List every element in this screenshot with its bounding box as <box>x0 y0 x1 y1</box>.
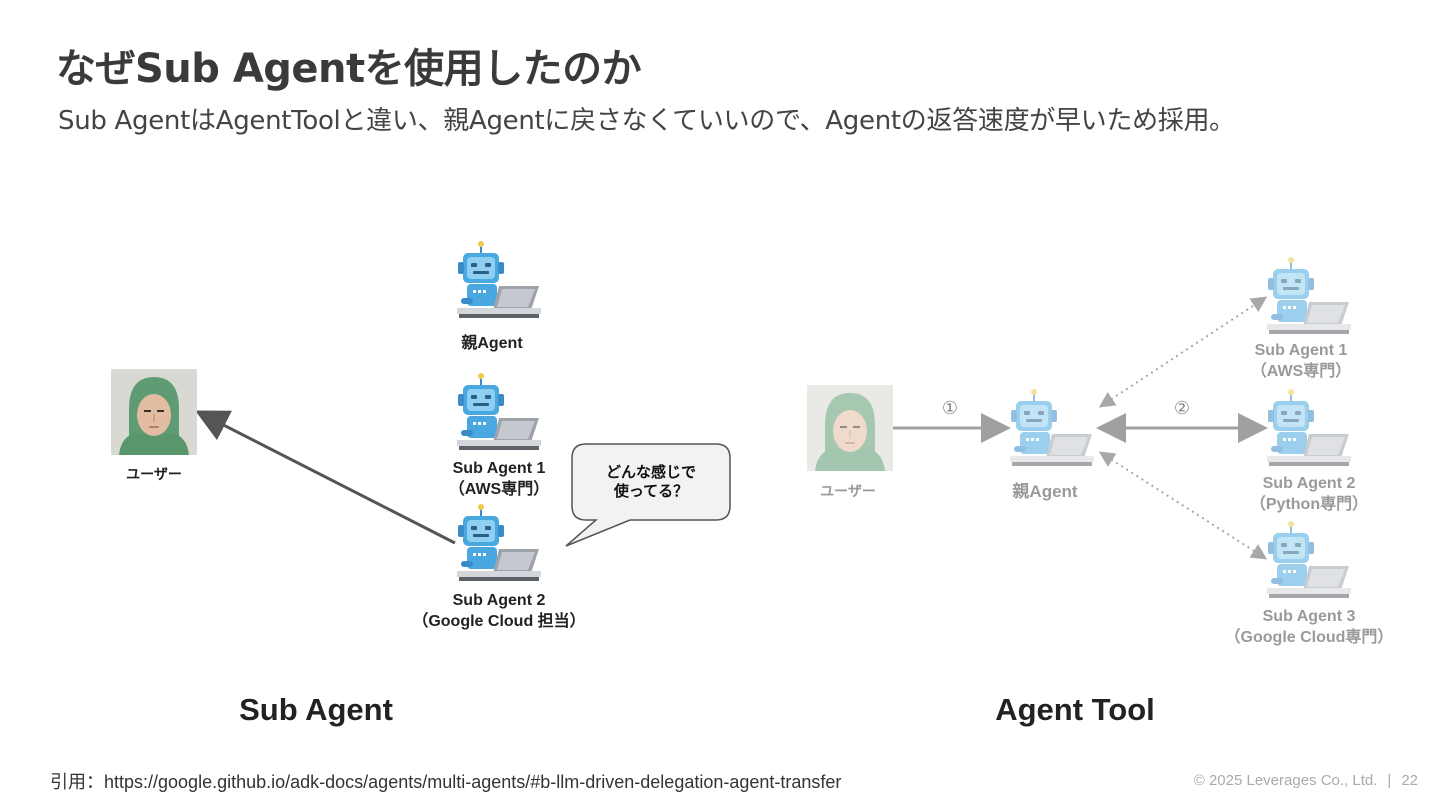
tool-sub-agent-2-name: Sub Agent 2 <box>1262 475 1356 492</box>
tool-sub-agent-1-name: Sub Agent 1 <box>1254 342 1348 359</box>
tool-sub-agent-3-robot-icon <box>1265 520 1355 606</box>
step-1-label: ① <box>941 398 959 419</box>
tool-sub-agent-3-label: Sub Agent 3 （Google Cloud専門） <box>1225 606 1394 648</box>
tool-sub-agent-1-role: （AWS専門） <box>1250 363 1352 380</box>
citation-link[interactable]: 引用：https://google.github.io/adk-docs/age… <box>50 772 842 792</box>
sub-agent-1-role: （AWS専門） <box>448 481 550 498</box>
sub-agent-1-label: Sub Agent 1 （AWS専門） <box>449 458 549 500</box>
tool-sub-agent-1-robot-icon <box>1265 256 1355 342</box>
tool-user-photo <box>807 385 893 471</box>
tool-sub-agent-2-role: （Python専門） <box>1249 496 1369 513</box>
agent-tool-section-title: Agent Tool <box>995 692 1155 727</box>
tool-sub-agent-2-robot-icon <box>1265 388 1355 474</box>
page-number: 22 <box>1401 772 1418 789</box>
speech-bubble-line2: 使ってる？ <box>613 483 689 500</box>
copyright-text: © 2025 Leverages Co., Ltd. <box>1193 772 1378 789</box>
footer: © 2025 Leverages Co., Ltd. | 22 <box>1194 772 1418 789</box>
tool-sub-agent-3-name: Sub Agent 3 <box>1262 608 1356 625</box>
speech-bubble <box>565 443 731 547</box>
sub-agent-1-name: Sub Agent 1 <box>452 460 546 477</box>
tool-parent-robot-icon <box>1008 388 1098 474</box>
sub-agent-2-name: Sub Agent 2 <box>452 592 546 609</box>
user-label: ユーザー <box>126 466 182 482</box>
sub-agent-2-role: （Google Cloud 担当） <box>412 613 586 630</box>
tool-sub-agent-2-label: Sub Agent 2 （Python専門） <box>1250 473 1368 515</box>
slide-subtitle: Sub AgentはAgentToolと違い、親Agentに戻さなくていいので、… <box>58 106 1235 136</box>
speech-bubble-text: どんな感じで 使ってる？ <box>606 463 696 501</box>
speech-bubble-line1: どんな感じで <box>605 464 697 481</box>
footer-separator: | <box>1387 772 1392 789</box>
parent-agent-label: 親Agent <box>461 335 523 352</box>
arrow-parent-sub-agent-3 <box>1098 451 1268 560</box>
sub-agent-section-title: Sub Agent <box>239 692 393 727</box>
sub-agent-2-label: Sub Agent 2 （Google Cloud 担当） <box>412 590 585 632</box>
tool-sub-agent-1-label: Sub Agent 1 （AWS専門） <box>1251 340 1351 382</box>
step-2-label: ② <box>1173 398 1191 419</box>
tool-user-label: ユーザー <box>820 483 876 499</box>
tool-sub-agent-3-role: （Google Cloud専門） <box>1224 629 1394 646</box>
arrow-parent-sub-agent-1 <box>1098 296 1268 408</box>
tool-parent-agent-label: 親Agent <box>1012 482 1078 501</box>
slide-title: なぜSub Agentを使用したのか <box>56 46 642 92</box>
